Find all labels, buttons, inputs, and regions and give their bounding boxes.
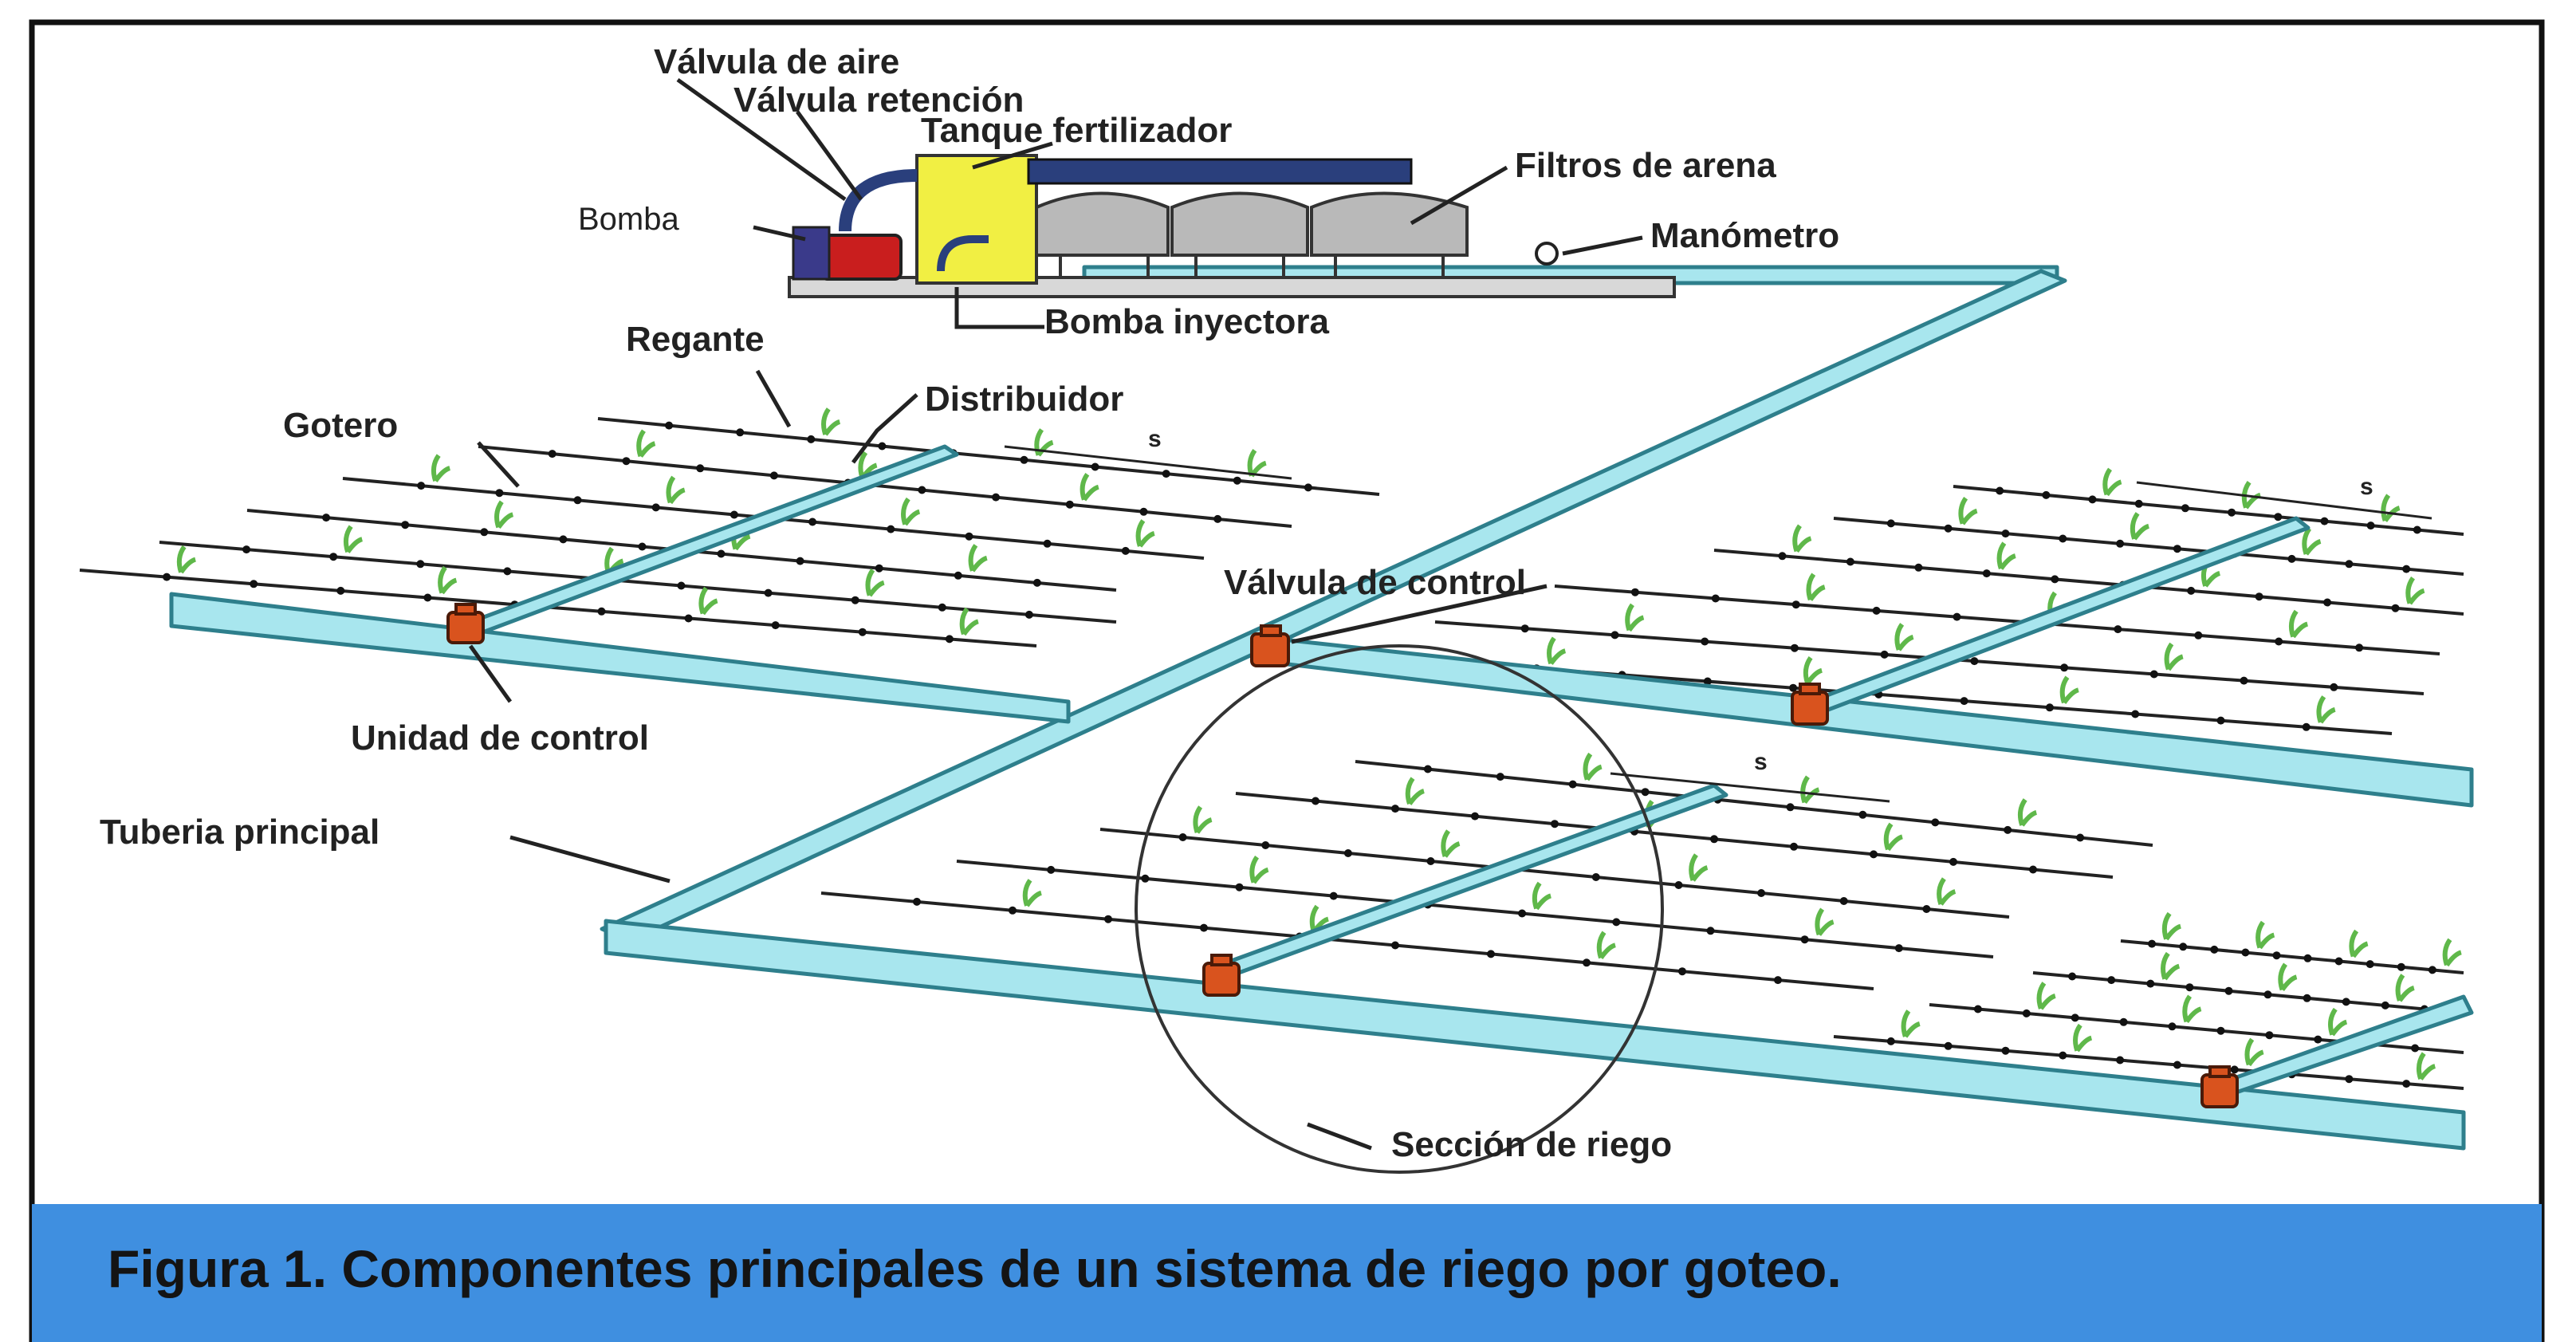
section-circle (1135, 644, 1664, 1174)
pump-icon (820, 234, 903, 281)
manometer-icon (1535, 242, 1559, 266)
slope-mark-2: s (2360, 474, 2373, 500)
slope-arrows (1004, 445, 2432, 803)
valve-middle (1202, 954, 1241, 997)
label-valvula-aire: Válvula de aire (654, 42, 899, 81)
slope-mark-3: s (1754, 749, 1768, 775)
plants (176, 407, 2462, 1080)
figure-caption: Figura 1. Componentes principales de un … (108, 1239, 1842, 1298)
top-pipe-icon (1027, 158, 1413, 185)
valve-right (1791, 683, 1829, 726)
field-middle (820, 760, 2153, 990)
field-top-right (1434, 485, 2464, 735)
label-manometro: Manómetro (1650, 216, 1839, 255)
label-valvula-control: Válvula de control (1224, 563, 1526, 602)
label-distribuidor: Distribuidor (925, 380, 1123, 419)
valve-unit-control (446, 603, 485, 644)
air-valve-pipe-icon (839, 169, 918, 232)
label-tanque-fertilizador: Tanque fertilizador (921, 111, 1232, 150)
main-pipe-bottom (604, 919, 2466, 1151)
label-filtros-arena: Filtros de arena (1515, 146, 1776, 185)
label-gotero: Gotero (283, 406, 398, 445)
label-bomba-inyectora: Bomba inyectora (1044, 302, 1330, 341)
label-valvula-retencion: Válvula retención (733, 81, 1024, 120)
fertilizer-tank-icon (915, 154, 1038, 285)
slope-mark-1: s (1148, 426, 1162, 452)
caption-bar (32, 1204, 2542, 1342)
label-unidad-control: Unidad de control (351, 718, 649, 758)
control-valves (446, 603, 2239, 1108)
emitter-dots (163, 421, 2436, 1088)
sand-filters-icon (1035, 191, 1469, 279)
label-tuberia-principal: Tuberia principal (100, 813, 380, 852)
label-seccion-riego: Sección de riego (1391, 1125, 1672, 1164)
injector-pump-icon (937, 235, 989, 272)
manifold-top-left (169, 592, 1071, 724)
label-bomba: Bomba (578, 202, 679, 237)
field-bottom-right (1833, 939, 2464, 1090)
pump-motor-icon (792, 226, 831, 281)
pipe-network (169, 265, 2474, 1151)
valve-bottom-right (2200, 1065, 2239, 1108)
valve-center (1250, 624, 1290, 667)
leader-lines (468, 77, 1643, 1151)
head-unit (788, 154, 1676, 298)
label-regante: Regante (626, 320, 765, 359)
